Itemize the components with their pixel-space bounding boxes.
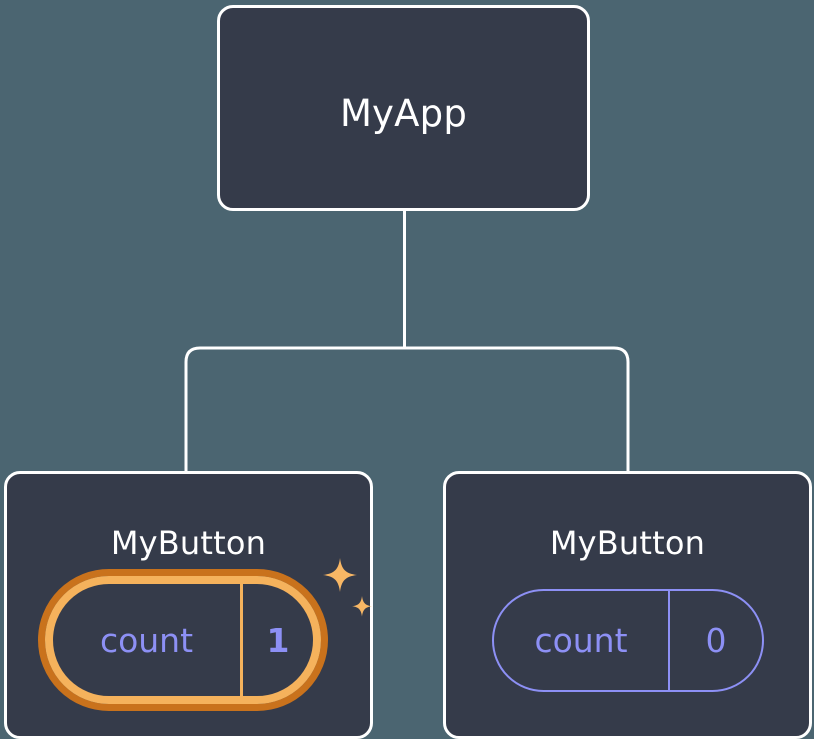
state-pill-highlighted[interactable]: count 1: [38, 569, 328, 711]
connector-branch-left: [184, 346, 405, 471]
component-title: MyButton: [549, 524, 706, 562]
connector-branch-right: [404, 346, 630, 471]
state-value-label: 0: [668, 591, 762, 690]
component-title: MyButton: [110, 524, 267, 562]
component-title: MyApp: [339, 92, 468, 135]
state-key-label: count: [99, 620, 194, 660]
state-pill-inner-ring: count 1: [45, 576, 321, 704]
state-key-label: count: [534, 621, 628, 660]
state-pill[interactable]: count 0: [492, 589, 764, 692]
state-value-label: 1: [240, 584, 313, 696]
component-node-myapp[interactable]: MyApp: [217, 5, 590, 211]
